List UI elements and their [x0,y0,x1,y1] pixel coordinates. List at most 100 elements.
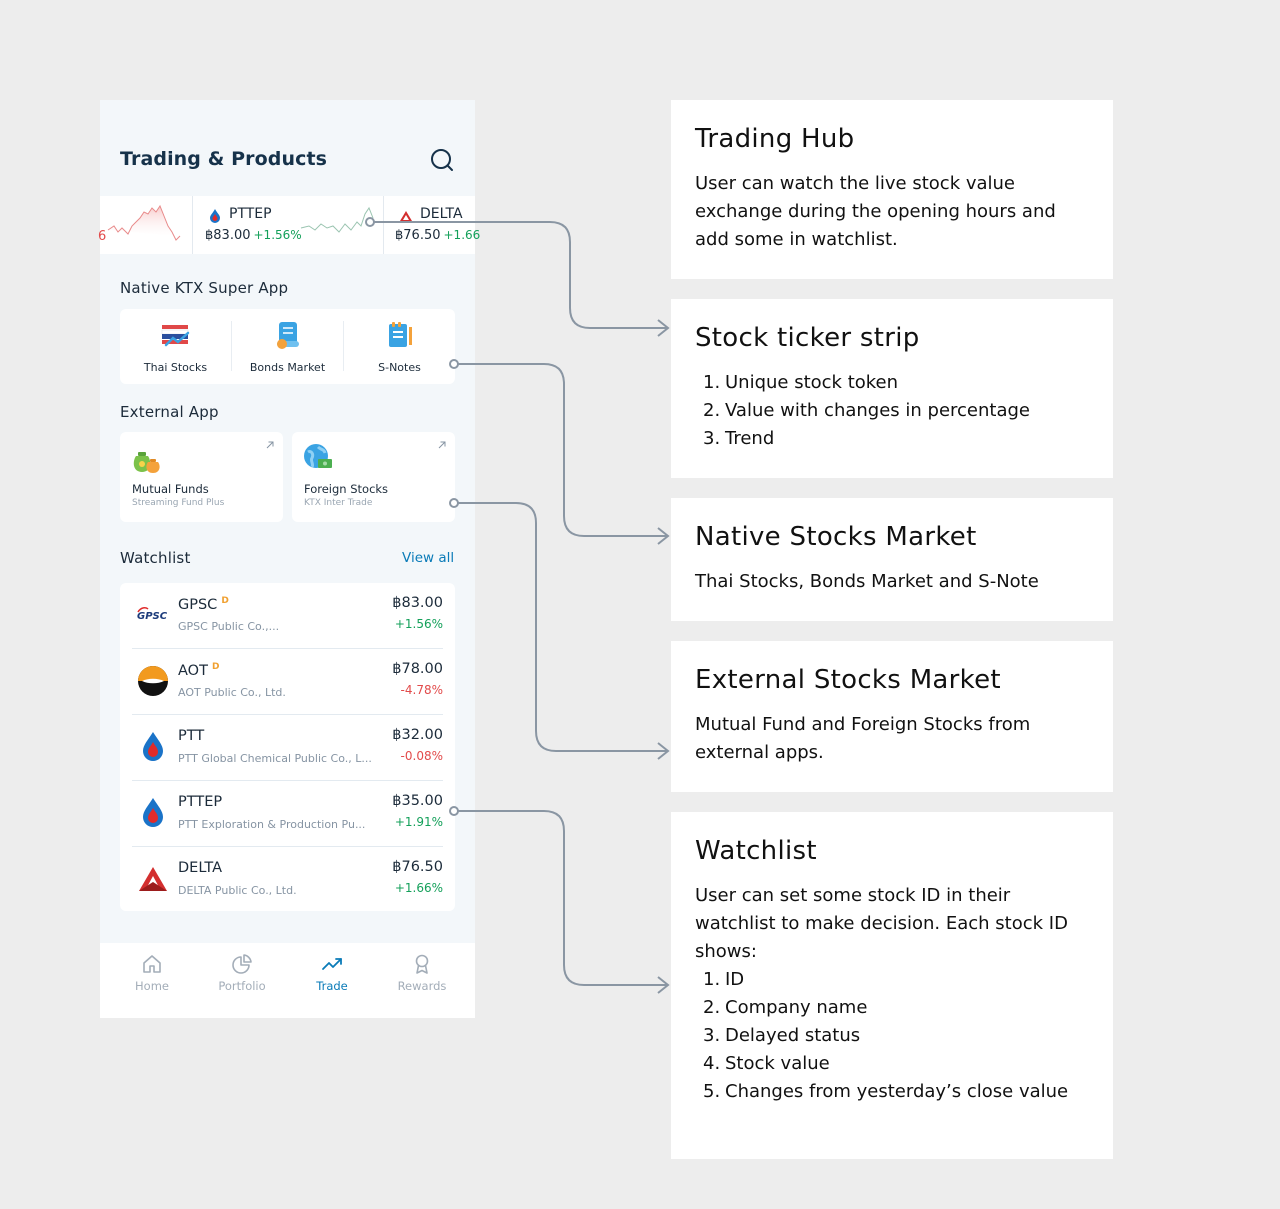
watchlist-change: -0.08% [400,749,443,763]
annotation-list-item: 2.Value with changes in percentage [703,400,1031,421]
external-app-name: Foreign Stocks [304,482,389,496]
annotation-list: 1.ID 2.Company name 3.Delayed status 4.S… [695,966,1089,1106]
native-item-bonds-market[interactable]: Bonds Market [232,309,343,384]
connector-native [454,363,668,537]
external-app-mutual-funds[interactable]: Mutual Funds Streaming Fund Plus [120,432,283,522]
watchlist-row-pttep[interactable]: PTTEP PTT Exploration & Production Pu...… [132,781,443,847]
ptt-drop-icon [143,732,163,761]
native-divider [343,321,344,371]
delayed-badge: D [221,596,229,606]
watchlist-label: Watchlist [120,549,191,567]
native-item-label: Thai Stocks [143,361,208,374]
annotation-external-market: External Stocks Market Mutual Fund and F… [671,641,1113,792]
notes-icon [389,322,412,347]
watchlist-company: DELTA Public Co., Ltd. [178,884,297,897]
view-all-link[interactable]: View all [402,550,455,566]
ticker-item[interactable]: 6 [98,196,191,254]
phone-screen: Trading & Products 6 PTTEP ฿83.00+1. [98,100,480,1018]
delayed-badge: D [211,662,220,672]
watchlist-price: ฿83.00 [392,595,443,611]
annotation-list-item: 3.Delayed status [703,1025,861,1046]
search-button[interactable] [428,146,456,174]
native-item-thai-stocks[interactable]: Thai Stocks [120,309,231,384]
delta-logo-icon [139,867,167,891]
watchlist-symbol: PTT [178,728,205,744]
watchlist-row-delta[interactable]: DELTA DELTA Public Co., Ltd. ฿76.50 +1.6… [132,847,443,913]
external-app-name: Mutual Funds [132,482,209,496]
native-divider [231,321,232,371]
annotation-list-item: 3.Trend [703,428,775,449]
bottom-navigation: Home Portfolio Trade Rewards [100,943,475,1018]
native-section-label: Native KTX Super App [120,279,289,297]
watchlist-row-ptt[interactable]: PTT PTT Global Chemical Public Co., L...… [132,715,443,781]
thai-stocks-icon [161,325,190,347]
connector-arrowhead [657,976,670,994]
watchlist-change: +1.66% [394,881,443,895]
ticker-price: ฿76.50+1.66 [395,228,481,243]
external-app-provider: KTX Inter Trade [304,498,373,508]
ticker-item-pttep[interactable]: PTTEP ฿83.00+1.56% [193,196,383,254]
connector-arrowhead [657,742,670,760]
delta-logo-icon [400,211,412,221]
annotation-native-market: Native Stocks Market Thai Stocks, Bonds … [671,498,1113,621]
watchlist-change: -4.78% [400,683,443,697]
ticker-divider [192,196,193,254]
globe-money-icon [304,444,332,468]
external-link-icon [438,441,446,449]
native-item-s-notes[interactable]: S-Notes [344,309,455,384]
watchlist-price: ฿35.00 [392,793,443,809]
stock-ticker-strip[interactable]: 6 PTTEP ฿83.00+1.56% DELTA ฿76.50+1.66 [98,196,480,254]
annotation-title: Trading Hub [695,124,855,154]
nav-rewards[interactable]: Rewards [377,943,467,1018]
row-divider [132,780,443,781]
aot-logo-icon [138,666,168,696]
watchlist-change: +1.91% [394,815,443,829]
watchlist-company: PTT Global Chemical Public Co., L... [178,752,372,765]
annotation-list-item: 4.Stock value [703,1053,830,1074]
annotation-title: Stock ticker strip [695,323,920,353]
row-divider [132,846,443,847]
bonds-icon [277,322,299,349]
annotation-text: User can set some stock ID in their watc… [695,885,1068,962]
watchlist-price: ฿76.50 [392,859,443,875]
external-section-label: External App [120,403,219,421]
nav-label: Rewards [397,979,447,993]
connector-watchlist [454,810,668,986]
ticker-price: ฿83.00+1.56% [205,228,302,243]
ticker-symbol: DELTA [420,206,463,222]
annotation-list-item: 5.Changes from yesterday’s close value [703,1081,1069,1102]
svg-text:GPSC: GPSC [137,611,168,622]
watchlist-company: AOT Public Co., Ltd. [178,686,286,699]
search-icon [431,149,453,171]
annotation-text: Thai Stocks, Bonds Market and S-Note [695,571,1039,592]
connector-arrowhead [657,527,670,545]
row-divider [132,648,443,649]
connector-external [454,502,668,752]
nav-label: Portfolio [218,979,266,993]
watchlist-company: GPSC Public Co.,... [178,620,280,633]
sparkline-down [107,204,181,241]
watchlist-price: ฿78.00 [392,661,443,677]
annotation-list-item: 1.Unique stock token [703,372,899,393]
ticker-change: 6 [98,229,107,244]
money-bags-icon [133,452,160,473]
ptt-drop-icon [143,798,163,827]
annotation-list-item: 2.Company name [703,997,868,1018]
ribbon-icon [415,954,429,974]
home-icon [143,955,161,973]
ticker-item-delta[interactable]: DELTA ฿76.50+1.66 [384,196,484,254]
native-item-label: Bonds Market [249,361,326,374]
native-apps-card: Thai Stocks Bonds Market S-Note [120,309,455,384]
nav-trade[interactable]: Trade [287,943,377,1018]
nav-portfolio[interactable]: Portfolio [197,943,287,1018]
external-app-foreign-stocks[interactable]: Foreign Stocks KTX Inter Trade [292,432,455,522]
annotation-title: Watchlist [695,836,817,866]
nav-home[interactable]: Home [107,943,197,1018]
watchlist-company: PTT Exploration & Production Pu... [178,818,366,831]
ptt-drop-icon [210,209,220,223]
